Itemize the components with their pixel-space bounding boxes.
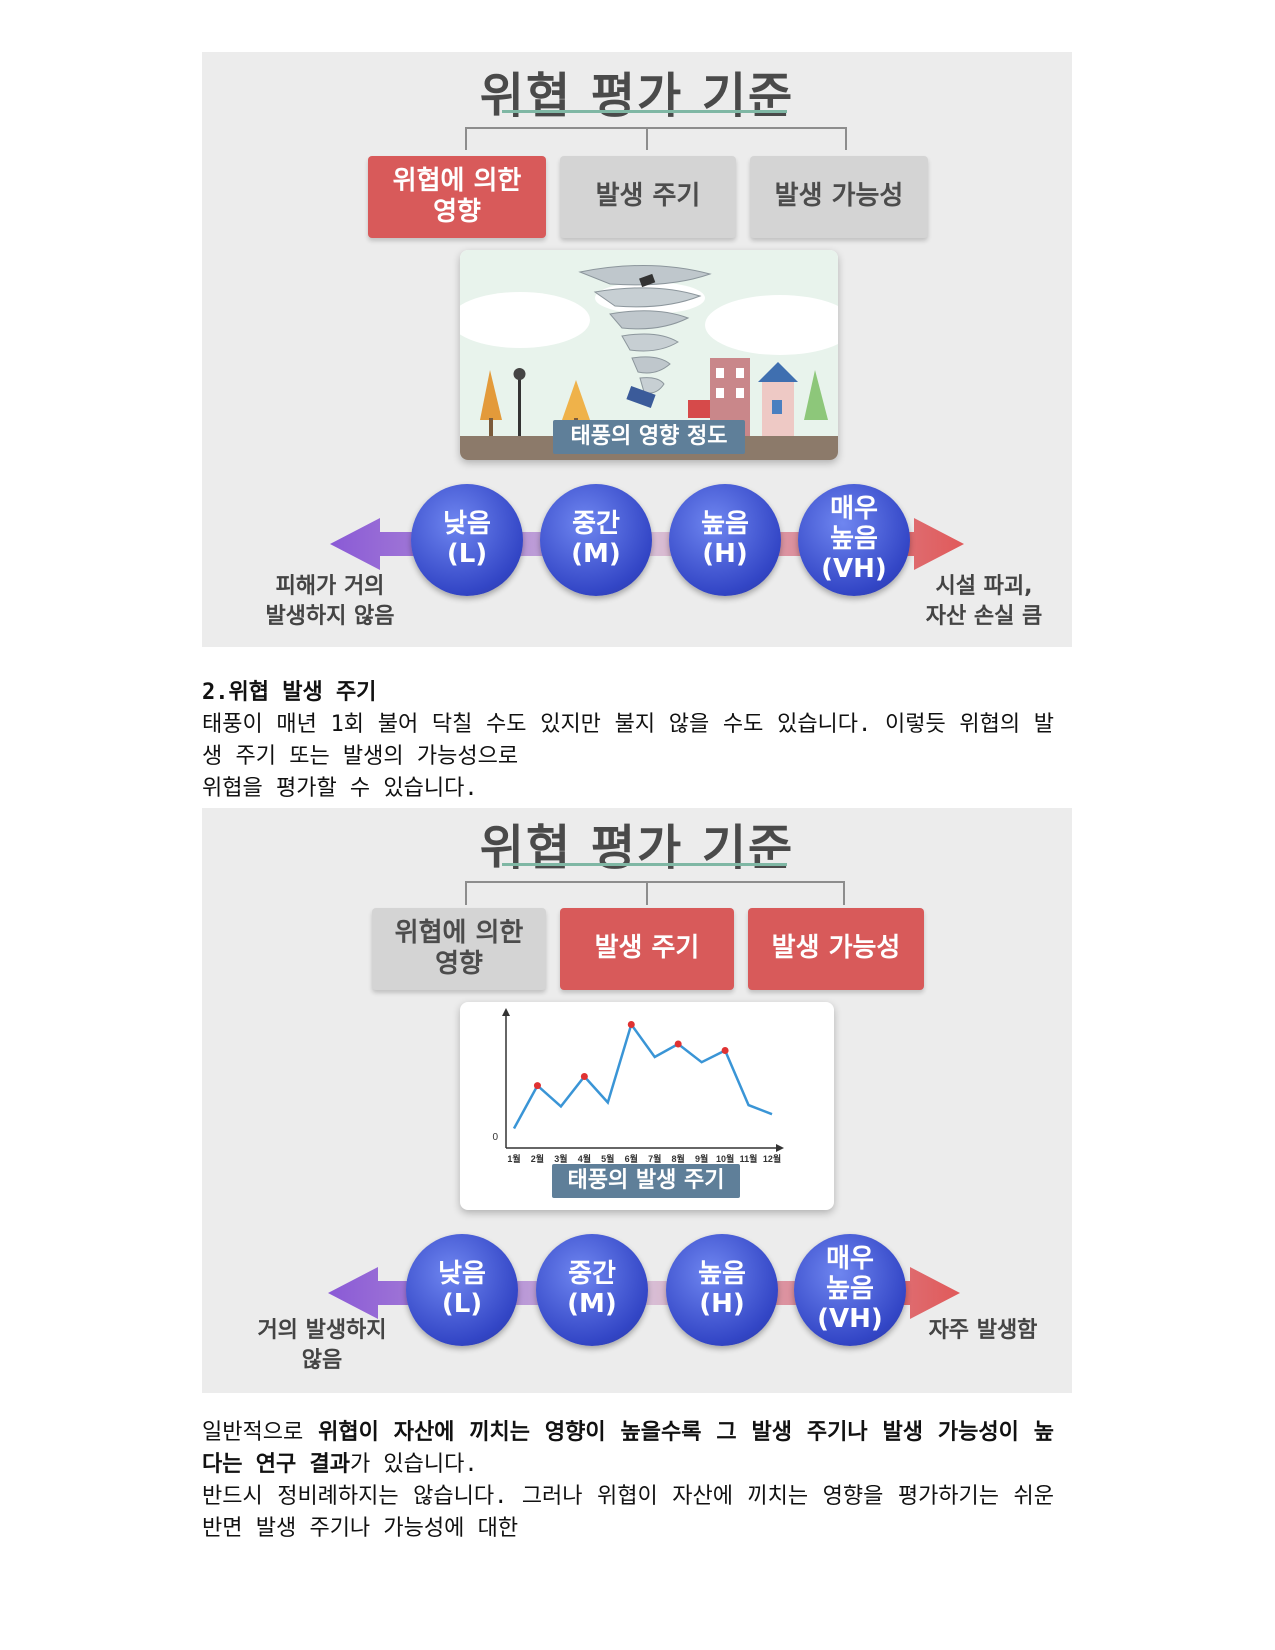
- frequency-chart-panel: 0 1월 2월 3월 4월 5월 6월 7월 8월 9월 10월 11월 12월 태풍의 발생 주기: [460, 1002, 834, 1210]
- criterion-frequency: 발생 주기: [560, 156, 736, 238]
- level-medium: 중간(M): [540, 484, 652, 596]
- tree-connector: [465, 127, 847, 129]
- panel-caption: 태풍의 발생 주기: [552, 1164, 740, 1198]
- section-paragraph: 태풍이 매년 1회 불어 닥칠 수도 있지만 불지 않을 수도 있습니다. 이렇…: [202, 709, 1054, 805]
- typhoon-illustration-panel: 태풍의 영향 정도: [460, 250, 838, 460]
- x-tick-label: 11월: [740, 1153, 758, 1164]
- closing-paragraph-1: 일반적으로 위협이 자산에 끼치는 영향이 높을수록 그 발생 주기나 발생 가…: [202, 1420, 1054, 1477]
- x-tick-label: 8월: [672, 1153, 685, 1164]
- figure-title: 위협 평가 기준: [479, 68, 795, 124]
- frequency-line-chart: 0 1월 2월 3월 4월 5월 6월 7월 8월 9월 10월 11월 12월: [492, 1008, 784, 1164]
- paragraph-line: 태풍이 매년 1회 불어 닥칠 수도 있지만 불지 않을 수도 있습니다. 이렇…: [202, 712, 1054, 769]
- x-tick-label: 2월: [531, 1153, 544, 1164]
- paragraph-line: 위협을 평가할 수 있습니다.: [202, 776, 478, 801]
- level-low: 낮음(L): [406, 1234, 518, 1346]
- title-underline: [502, 110, 787, 113]
- title-underline: [502, 863, 787, 866]
- tree-connector: [465, 881, 845, 883]
- x-tick-label: 1월: [507, 1153, 520, 1164]
- x-axis-arrow: [776, 1144, 784, 1152]
- series-line: [512, 1021, 773, 1130]
- x-tick-label: 3월: [554, 1153, 567, 1164]
- level-very-high: 매우 높음(VH): [798, 484, 910, 596]
- level-medium: 중간(M): [536, 1234, 648, 1346]
- criterion-likelihood: 발생 가능성: [748, 908, 924, 990]
- figure-title: 위협 평가 기준: [479, 820, 795, 876]
- section-heading: 2.위협 발생 주기: [202, 680, 377, 705]
- figure-frequency-criteria: 위협 평가 기준 위협에 의한 영향 발생 주기 발생 가능성 0 1월 2월 3월…: [202, 808, 1072, 1393]
- scale-right-label: 시설 파괴, 자산 손실 큼: [925, 574, 1043, 629]
- scale-left-label: 피해가 거의 발생하지 않음: [265, 574, 395, 629]
- criterion-impact: 위협에 의한 영향: [372, 908, 546, 990]
- x-tick-label: 5월: [601, 1153, 614, 1164]
- y-axis-arrow: [502, 1008, 510, 1016]
- x-tick-label: 10월: [716, 1153, 734, 1164]
- scale-right-label: 자주 발생함: [928, 1318, 1038, 1343]
- peak-point: [674, 1040, 682, 1048]
- x-tick-label: 6월: [625, 1153, 638, 1164]
- criterion-frequency: 발생 주기: [560, 908, 734, 990]
- x-tick-label: 12월: [763, 1153, 781, 1164]
- peak-point: [721, 1047, 729, 1054]
- peak-point: [533, 1082, 541, 1090]
- criterion-impact: 위협에 의한 영향: [368, 156, 546, 238]
- emphasis-text: 위협이 자산에 끼치는 영향이 높을수록 그 발생 주기나 발생 가능성이 높다…: [202, 1420, 1054, 1477]
- level-high: 높음(H): [669, 484, 781, 596]
- criterion-likelihood: 발생 가능성: [750, 156, 928, 238]
- figure-impact-criteria: 위협 평가 기준 위협에 의한 영향 발생 주기 발생 가능성: [202, 52, 1072, 647]
- panel-caption: 태풍의 영향 정도: [553, 420, 745, 454]
- y-tick-label: 0: [492, 1132, 498, 1143]
- x-tick-label: 7월: [648, 1153, 661, 1164]
- typhoon-illustration: [460, 250, 838, 460]
- peak-point: [580, 1073, 588, 1080]
- peak-point: [627, 1021, 635, 1028]
- scale-left-label: 거의 발생하지 않음: [257, 1318, 387, 1373]
- x-tick-label: 4월: [578, 1153, 591, 1164]
- closing-paragraph-2: 반드시 정비례하지는 않습니다. 그러나 위협이 자산에 끼치는 영향을 평가하…: [202, 1484, 1054, 1541]
- level-high: 높음(H): [666, 1234, 778, 1346]
- level-very-high: 매우 높음(VH): [794, 1234, 906, 1346]
- level-low: 낮음(L): [411, 484, 523, 596]
- x-tick-label: 9월: [695, 1153, 708, 1164]
